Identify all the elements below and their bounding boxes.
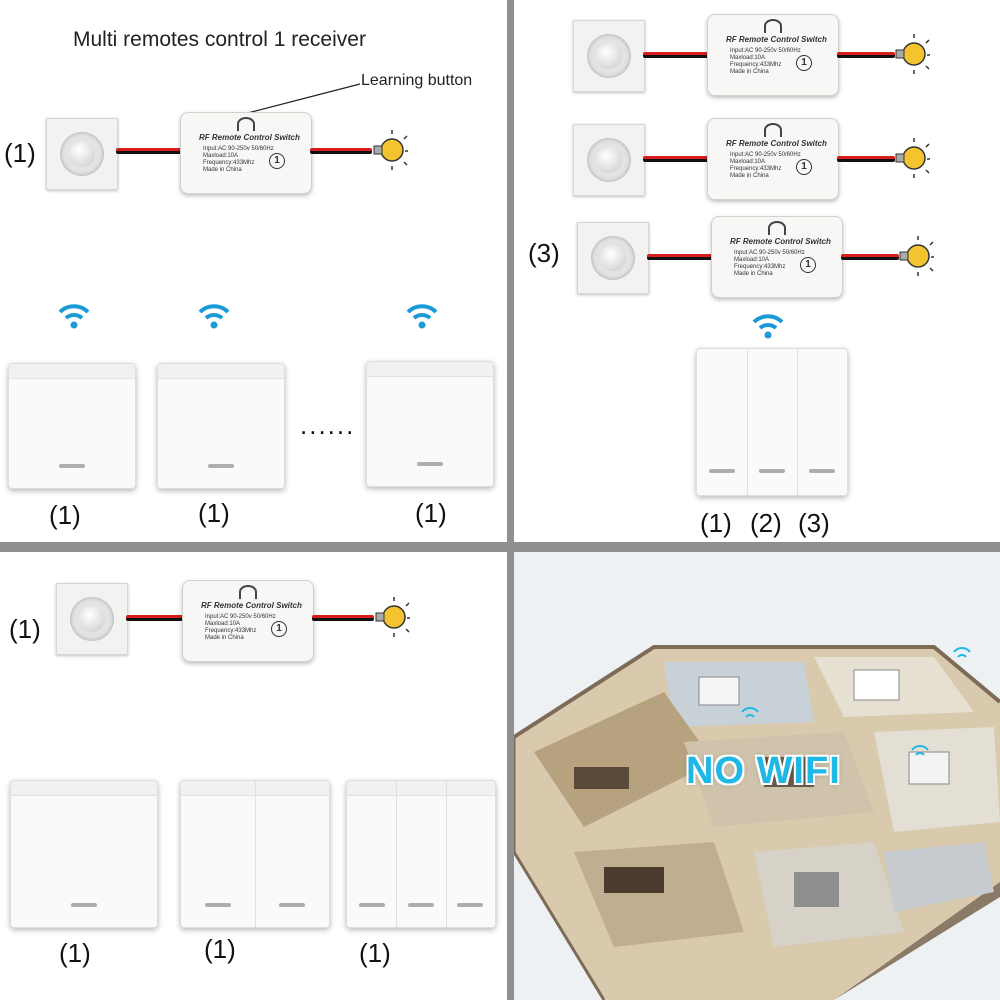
light-bulb-icon xyxy=(895,138,930,178)
module-learn-button[interactable] xyxy=(239,585,257,599)
module-specs: Input:AC 90-250v 50/60Hz Maxload:10A Fre… xyxy=(734,250,805,277)
wire-in xyxy=(126,615,184,621)
light-bulb-icon xyxy=(899,236,934,276)
remote-label: (3) xyxy=(798,508,830,538)
module-mark: 1 xyxy=(271,621,287,637)
receiver-module: RF Remote Control Switch Input:AC 90-250… xyxy=(707,118,839,200)
learning-button-arrow xyxy=(235,83,361,117)
module-mark: 1 xyxy=(269,153,285,169)
light-bulb-icon xyxy=(895,34,930,74)
remote-switch-1-gang[interactable] xyxy=(366,361,494,487)
light-bulb-icon xyxy=(375,597,410,637)
module-specs: Input:AC 90-250v 50/60Hz Maxload:10A Fre… xyxy=(730,152,801,179)
receiver-label: (3) xyxy=(528,238,560,268)
no-wifi-badge: NO WIFI xyxy=(686,750,841,792)
remote-switch-1-gang[interactable] xyxy=(8,363,136,489)
wire-out xyxy=(841,254,899,260)
remote-label: (1) xyxy=(415,498,447,528)
wall-socket xyxy=(46,118,118,190)
remote-label: (1) xyxy=(198,498,230,528)
receiver-module: RF Remote Control Switch Input:AC 90-250… xyxy=(711,216,843,298)
wire-in xyxy=(647,254,713,260)
module-learn-button[interactable] xyxy=(768,221,786,235)
wire-in xyxy=(116,148,182,154)
remote-label: (1) xyxy=(359,938,391,968)
module-specs: Input:AC 90-250v 50/60Hz Maxload:10A Fre… xyxy=(203,146,274,173)
panel-title: Multi remotes control 1 receiver xyxy=(73,28,366,51)
remote-switch-3-gang[interactable] xyxy=(346,780,496,928)
wire-out xyxy=(310,148,372,154)
wire-in xyxy=(643,52,709,58)
wall-socket xyxy=(573,124,645,196)
module-title: RF Remote Control Switch xyxy=(726,139,827,148)
module-learn-button[interactable] xyxy=(237,117,255,131)
module-mark: 1 xyxy=(796,55,812,71)
panel-house: NO WIFI xyxy=(514,552,1000,1000)
module-title: RF Remote Control Switch xyxy=(730,237,831,246)
divider-vertical xyxy=(507,0,514,1000)
learning-button-label: Learning button xyxy=(361,72,473,89)
module-title: RF Remote Control Switch xyxy=(726,35,827,44)
light-bulb-icon xyxy=(373,130,408,170)
module-specs: Input:AC 90-250v 50/60Hz Maxload:10A Fre… xyxy=(730,48,801,75)
wall-socket xyxy=(573,20,645,92)
module-learn-button[interactable] xyxy=(764,123,782,137)
divider-horizontal xyxy=(0,542,1000,552)
remote-label: (1) xyxy=(204,934,236,964)
house-floorplan-illustration xyxy=(514,645,1000,1000)
remote-label: (1) xyxy=(49,500,81,530)
receiver-module: RF Remote Control Switch Input:AC 90-250… xyxy=(180,112,312,194)
receiver-module: RF Remote Control Switch Input:AC 90-250… xyxy=(182,580,314,662)
wifi-icon xyxy=(752,314,784,339)
wall-socket xyxy=(577,222,649,294)
module-specs: Input:AC 90-250v 50/60Hz Maxload:10A Fre… xyxy=(205,614,276,641)
remote-label: (1) xyxy=(700,508,732,538)
module-title: RF Remote Control Switch xyxy=(201,601,302,610)
wire-out xyxy=(312,615,374,621)
wire-out xyxy=(837,156,895,162)
remote-switch-1-gang[interactable] xyxy=(157,363,285,489)
wire-in xyxy=(643,156,709,162)
wifi-icon xyxy=(406,304,438,329)
panel-multi-remotes: Multi remotes control 1 receiver Learnin… xyxy=(0,0,507,542)
module-mark: 1 xyxy=(796,159,812,175)
panel-three-receivers: RF Remote Control Switch Input:AC 90-250… xyxy=(514,0,1000,542)
remote-switch-1-gang[interactable] xyxy=(10,780,158,928)
remote-label: (1) xyxy=(59,938,91,968)
remote-switch-2-gang[interactable] xyxy=(180,780,330,928)
receiver-module: RF Remote Control Switch Input:AC 90-250… xyxy=(707,14,839,96)
module-mark: 1 xyxy=(800,257,816,273)
remote-label: (2) xyxy=(750,508,782,538)
wall-socket xyxy=(56,583,128,655)
remote-switch-3-gang[interactable] xyxy=(696,348,848,496)
panel-gang-switches: (1) RF Remote Control Switch Input:AC 90… xyxy=(0,552,507,1000)
wire-out xyxy=(837,52,895,58)
module-title: RF Remote Control Switch xyxy=(199,133,300,142)
receiver-label: (1) xyxy=(9,614,41,644)
ellipsis: ...... xyxy=(300,410,356,440)
module-learn-button[interactable] xyxy=(764,19,782,33)
wifi-icon xyxy=(58,304,90,329)
wifi-icon xyxy=(198,304,230,329)
receiver-label: (1) xyxy=(4,138,36,168)
